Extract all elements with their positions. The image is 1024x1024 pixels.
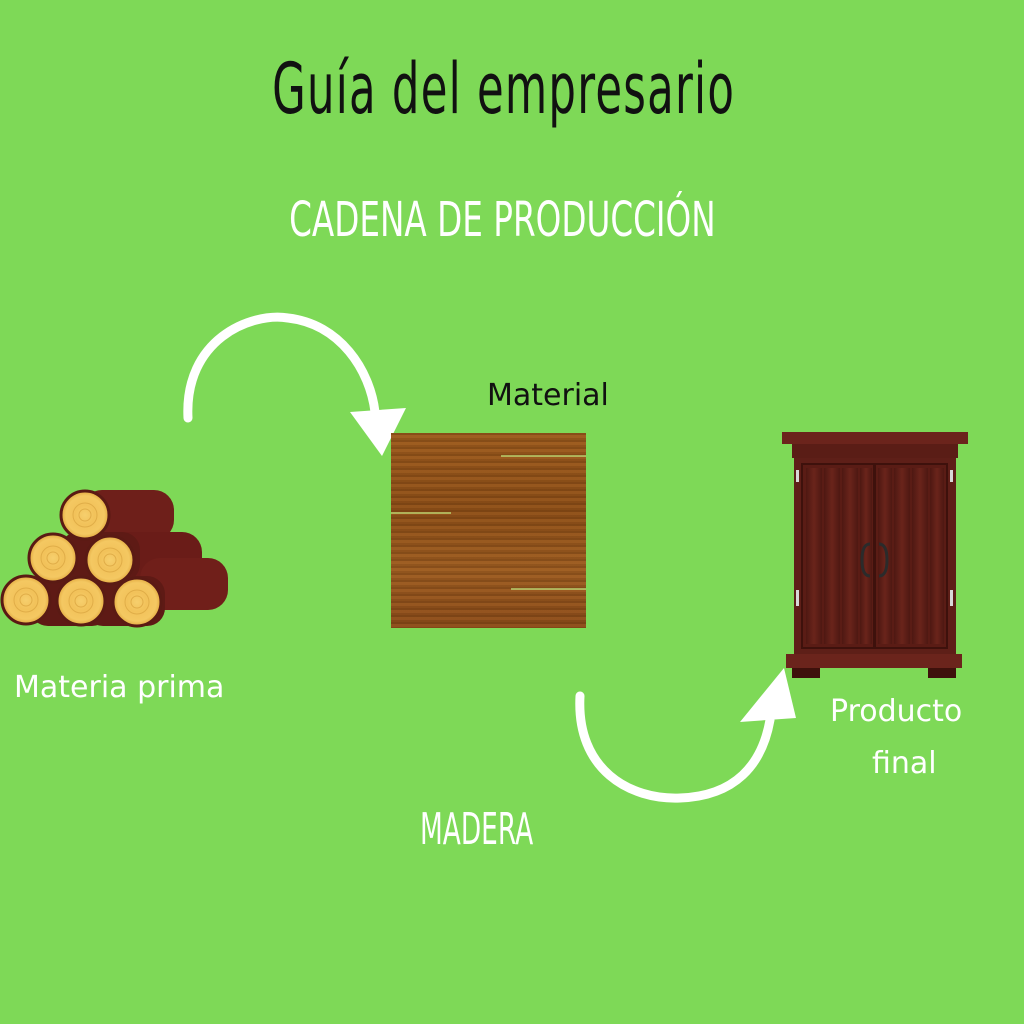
category-label: MADERA xyxy=(420,804,534,855)
curved-arrow-down-icon xyxy=(183,312,406,456)
node-label-final-product-line2: final xyxy=(872,746,937,781)
node-label-material: Material xyxy=(487,378,609,413)
curved-arrow-up-icon xyxy=(575,668,796,803)
node-label-raw-material: Materia prima xyxy=(14,670,225,705)
wardrobe-icon xyxy=(782,432,968,678)
page-subtitle: CADENA DE PRODUCCIÓN xyxy=(289,192,716,248)
page-title: Guía del empresario xyxy=(272,48,736,130)
node-label-final-product-line1: Producto xyxy=(830,694,963,729)
wood-board-icon xyxy=(391,433,586,628)
log-pile-icon xyxy=(0,489,228,628)
